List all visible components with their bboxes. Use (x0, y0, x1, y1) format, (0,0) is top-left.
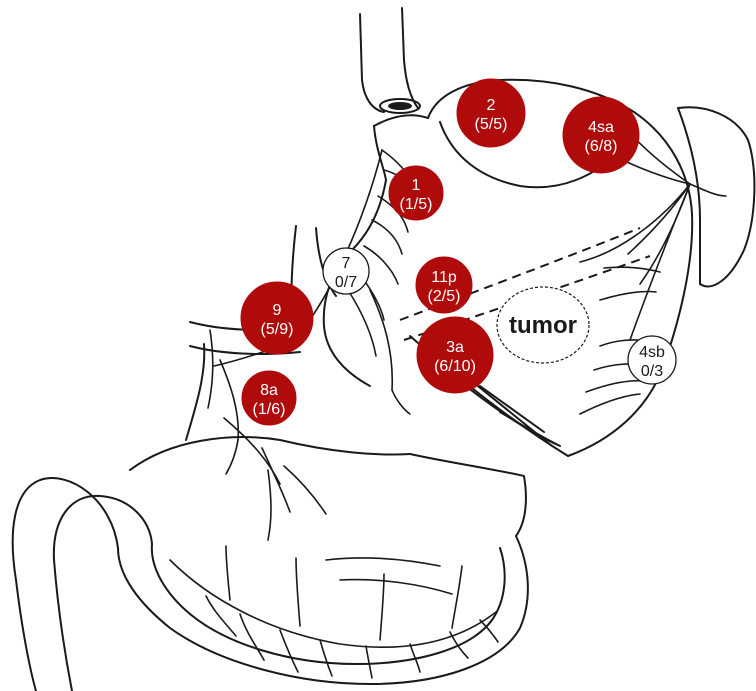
lymph-node-station: 3a (446, 339, 464, 356)
lymph-node-station: 2 (487, 97, 496, 114)
lymph-node-station: 11p (431, 269, 457, 286)
lymph-node-2: 2 (5/5) (457, 79, 525, 147)
lymph-node-4sa: 4sa (6/8) (563, 97, 639, 173)
lymph-node-1: 1 (1/5) (389, 166, 443, 220)
lymph-node-count: (1/6) (253, 401, 286, 418)
lymph-node-count: (2/5) (428, 288, 461, 305)
lymph-node-count: (5/9) (261, 321, 294, 338)
lymph-node-count: 0/7 (335, 274, 357, 291)
lymph-node-11p: 11p (2/5) (416, 257, 472, 313)
lymph-node-9: 9 (5/9) (241, 282, 313, 354)
lymph-node-station: 4sb (639, 344, 665, 361)
tumor-label: tumor (509, 312, 577, 339)
lymph-node-count: (6/8) (585, 138, 618, 155)
lymph-node-count: (6/10) (434, 358, 476, 375)
lymph-node-count: 0/3 (641, 363, 663, 380)
lymph-node-station: 1 (412, 177, 421, 194)
lymph-node-station: 7 (342, 255, 351, 272)
lymph-node-7: 70/7 (323, 248, 369, 294)
lymph-node-station: 4sa (588, 119, 614, 136)
esophagus (360, 8, 428, 126)
lymph-node-count: (1/5) (400, 196, 433, 213)
tumor: tumor (497, 287, 589, 363)
lymph-node-station: 9 (273, 302, 282, 319)
lymph-node-station: 8a (260, 382, 278, 399)
lymph-node-8a: 8a (1/6) (242, 371, 296, 425)
lymph-node-3a: 3a (6/10) (417, 317, 493, 393)
lymph-node-count: (5/5) (475, 116, 508, 133)
